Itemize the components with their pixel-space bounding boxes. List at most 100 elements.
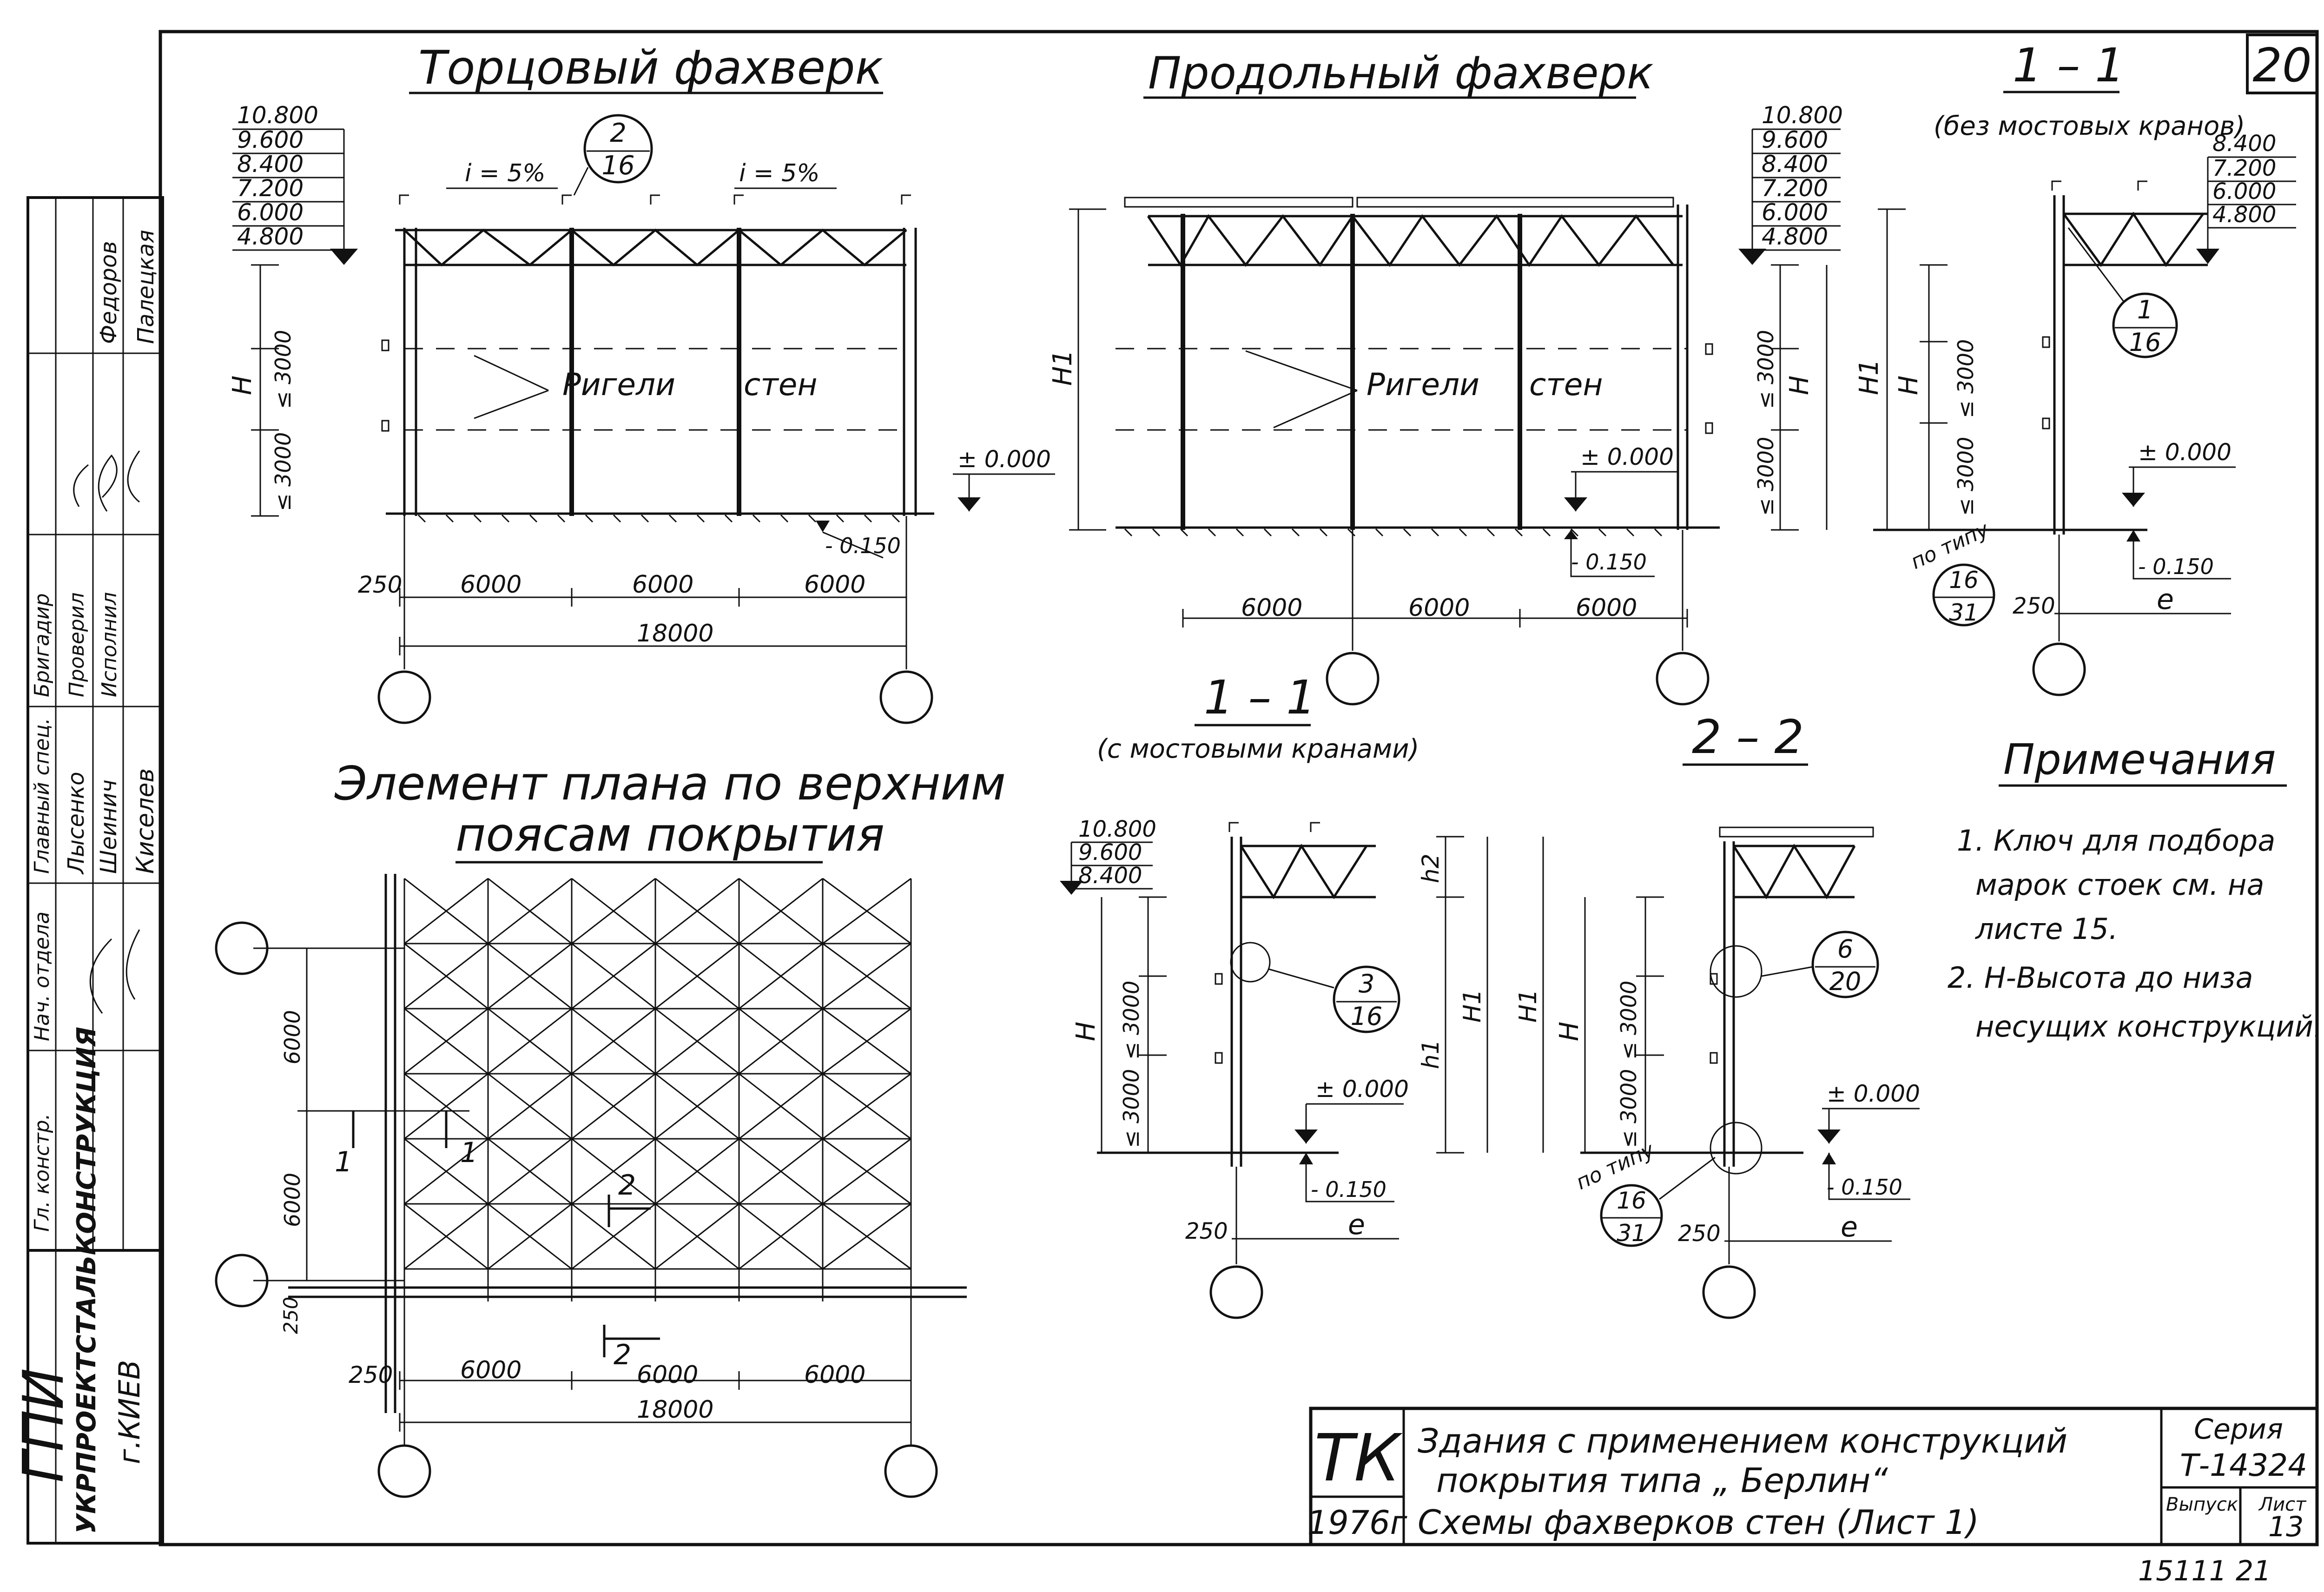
s2-minus: - 0.150 [1311, 1177, 1386, 1202]
long-h1: H1 [1048, 350, 1078, 386]
lvl-long-2: 9.600 [1762, 126, 1828, 153]
long-walls: стен [1529, 367, 1603, 403]
axis-bubble [377, 1444, 431, 1498]
end-walls: стен [744, 367, 818, 403]
s3-e: e [1841, 1211, 1858, 1243]
svg-text:3: 3 [1359, 969, 1374, 998]
footer-code: 15111 21 [2138, 1555, 2271, 1587]
s3-h: H [1554, 1022, 1585, 1041]
s1-h1: H1 [1854, 359, 1884, 395]
long-frame-drawing: 10.800 9.600 8.400 7.200 6.000 4.800 H1 … [1048, 102, 1843, 706]
s3-le3000-b: ≤ 3000 [1616, 1069, 1641, 1148]
stamp-name-2: Шеинич [96, 779, 122, 874]
stamp-name-3: Киселев [132, 768, 159, 874]
title-end-frame: Торцовый фахверк [418, 40, 883, 95]
tb-series-label: Серия [2194, 1413, 2283, 1446]
long-d6000-1: 6000 [1241, 594, 1302, 622]
title-block: ТК 1976г Здания с применением конструкци… [1307, 1407, 2319, 1546]
s2-d250: 250 [1185, 1218, 1228, 1244]
note-line-4: 2. Н-Высота до низа [1948, 961, 2253, 995]
callout-3-16: 3 16 [1230, 942, 1400, 1033]
svg-text:16: 16 [2129, 328, 2161, 357]
long-le3000-b: ≤ 3000 [1753, 437, 1778, 516]
lvl-s1-4: 4.800 [2212, 202, 2276, 228]
stamp-role-3: Главный спец. [30, 718, 54, 874]
s3-zero: ± 0.000 [1827, 1080, 1920, 1107]
s2-h1s: h1 [1417, 1039, 1444, 1069]
title-sec22: 2 – 2 [1692, 710, 1804, 764]
svg-text:6: 6 [1837, 934, 1853, 964]
lvl-s2-1: 10.800 [1078, 816, 1156, 842]
long-rigels: Ригели [1367, 367, 1479, 403]
signature-marks [73, 450, 140, 1014]
stamp-role-5: Проверил [65, 592, 89, 697]
title-sec11-top-sub: (без мостовых кранов) [1934, 111, 2245, 141]
svg-text:16: 16 [1617, 1187, 1646, 1214]
note-line-3: листе 15. [1975, 912, 2118, 946]
lvl-s2-2: 9.600 [1078, 839, 1142, 865]
svg-text:20: 20 [1829, 967, 1862, 996]
tb-sheet-value: 13 [2268, 1511, 2304, 1543]
long-le3000-a: ≤ 3000 [1753, 330, 1778, 409]
stamp-role-2: Нач. отдела [30, 912, 54, 1041]
notes-title: Примечания [2003, 735, 2276, 784]
axis-bubble [879, 670, 933, 724]
end-rigels: Ригели [562, 367, 675, 403]
s1-le3000-b: ≤ 3000 [1953, 437, 1978, 516]
plan-d6000-1: 6000 [460, 1356, 522, 1384]
plan-d6000-3: 6000 [804, 1361, 865, 1389]
title-plan-1: Элемент плана по верхним [334, 756, 1006, 811]
tb-line1: Здания с применением конструкций [1418, 1421, 2067, 1460]
plan-d18000: 18000 [637, 1396, 713, 1424]
stamp-block: Гл. констр. Нач. отдела Главный спец. Бр… [12, 196, 164, 1545]
lvl-long-5: 6.000 [1762, 199, 1828, 226]
end-minus: - 0.150 [825, 533, 901, 558]
callout-2-16: 2 16 [573, 114, 653, 196]
s2-le3000-a: ≤ 3000 [1119, 981, 1144, 1060]
long-zero: ± 0.000 [1580, 443, 1674, 470]
axis-bubble [1702, 1265, 1756, 1319]
sec-mark-1a: 1 [335, 1146, 352, 1178]
axis-bubble [377, 670, 431, 724]
callout-1-16: 1 16 [2067, 227, 2178, 358]
lvl-long-6: 4.800 [1762, 223, 1828, 250]
lvl-end-4: 7.200 [237, 175, 304, 202]
s2-h: H [1071, 1022, 1101, 1041]
sheet-number: 20 [2252, 38, 2311, 92]
stamp-role-4: Бригадир [30, 593, 54, 697]
axis-bubble [1656, 652, 1710, 706]
title-plan-2: поясам покрытия [456, 807, 885, 862]
long-h: H [1784, 376, 1815, 395]
s2-h1: H1 [1459, 989, 1486, 1023]
note-line-1: 1. Ключ для подбора [1957, 824, 2275, 858]
lvl-long-1: 10.800 [1762, 102, 1843, 129]
end-zero: ± 0.000 [957, 446, 1051, 473]
note-line-2: марок стоек см. на [1975, 868, 2264, 902]
end-d250: 250 [358, 571, 402, 598]
end-le3000-b: ≤ 3000 [271, 432, 296, 511]
end-d18000: 18000 [637, 620, 713, 647]
lvl-long-3: 8.400 [1762, 151, 1828, 178]
lvl-s1-1: 8.400 [2212, 131, 2276, 157]
end-d6000-2: 6000 [632, 571, 693, 599]
s3-d250: 250 [1678, 1221, 1721, 1247]
lvl-s1-3: 6.000 [2212, 178, 2276, 205]
sec-mark-2b: 2 [614, 1339, 631, 1371]
title-long-frame: Продольный фахверк [1148, 48, 1653, 99]
end-slope-2: i = 5% [739, 159, 820, 187]
s3-le3000-a: ≤ 3000 [1616, 981, 1641, 1060]
tb-line2: покрытия типа „ Берлин“ [1436, 1461, 1888, 1500]
long-minus: - 0.150 [1571, 549, 1647, 575]
tb-year: 1976г [1307, 1504, 1408, 1542]
tb-sheet-label: Лист [2258, 1494, 2307, 1515]
svg-text:16: 16 [601, 151, 634, 181]
stamp-role-6: Исполнил [98, 592, 121, 697]
s1-zero: ± 0.000 [2138, 439, 2232, 466]
end-slope-1: i = 5% [465, 159, 546, 187]
s2-zero: ± 0.000 [1315, 1076, 1409, 1103]
callout-6-20: 6 20 [1710, 931, 1879, 998]
axis-bubble [1326, 652, 1380, 706]
tb-issue-label: Выпуск [2166, 1494, 2238, 1515]
long-d6000-2: 6000 [1408, 594, 1470, 622]
